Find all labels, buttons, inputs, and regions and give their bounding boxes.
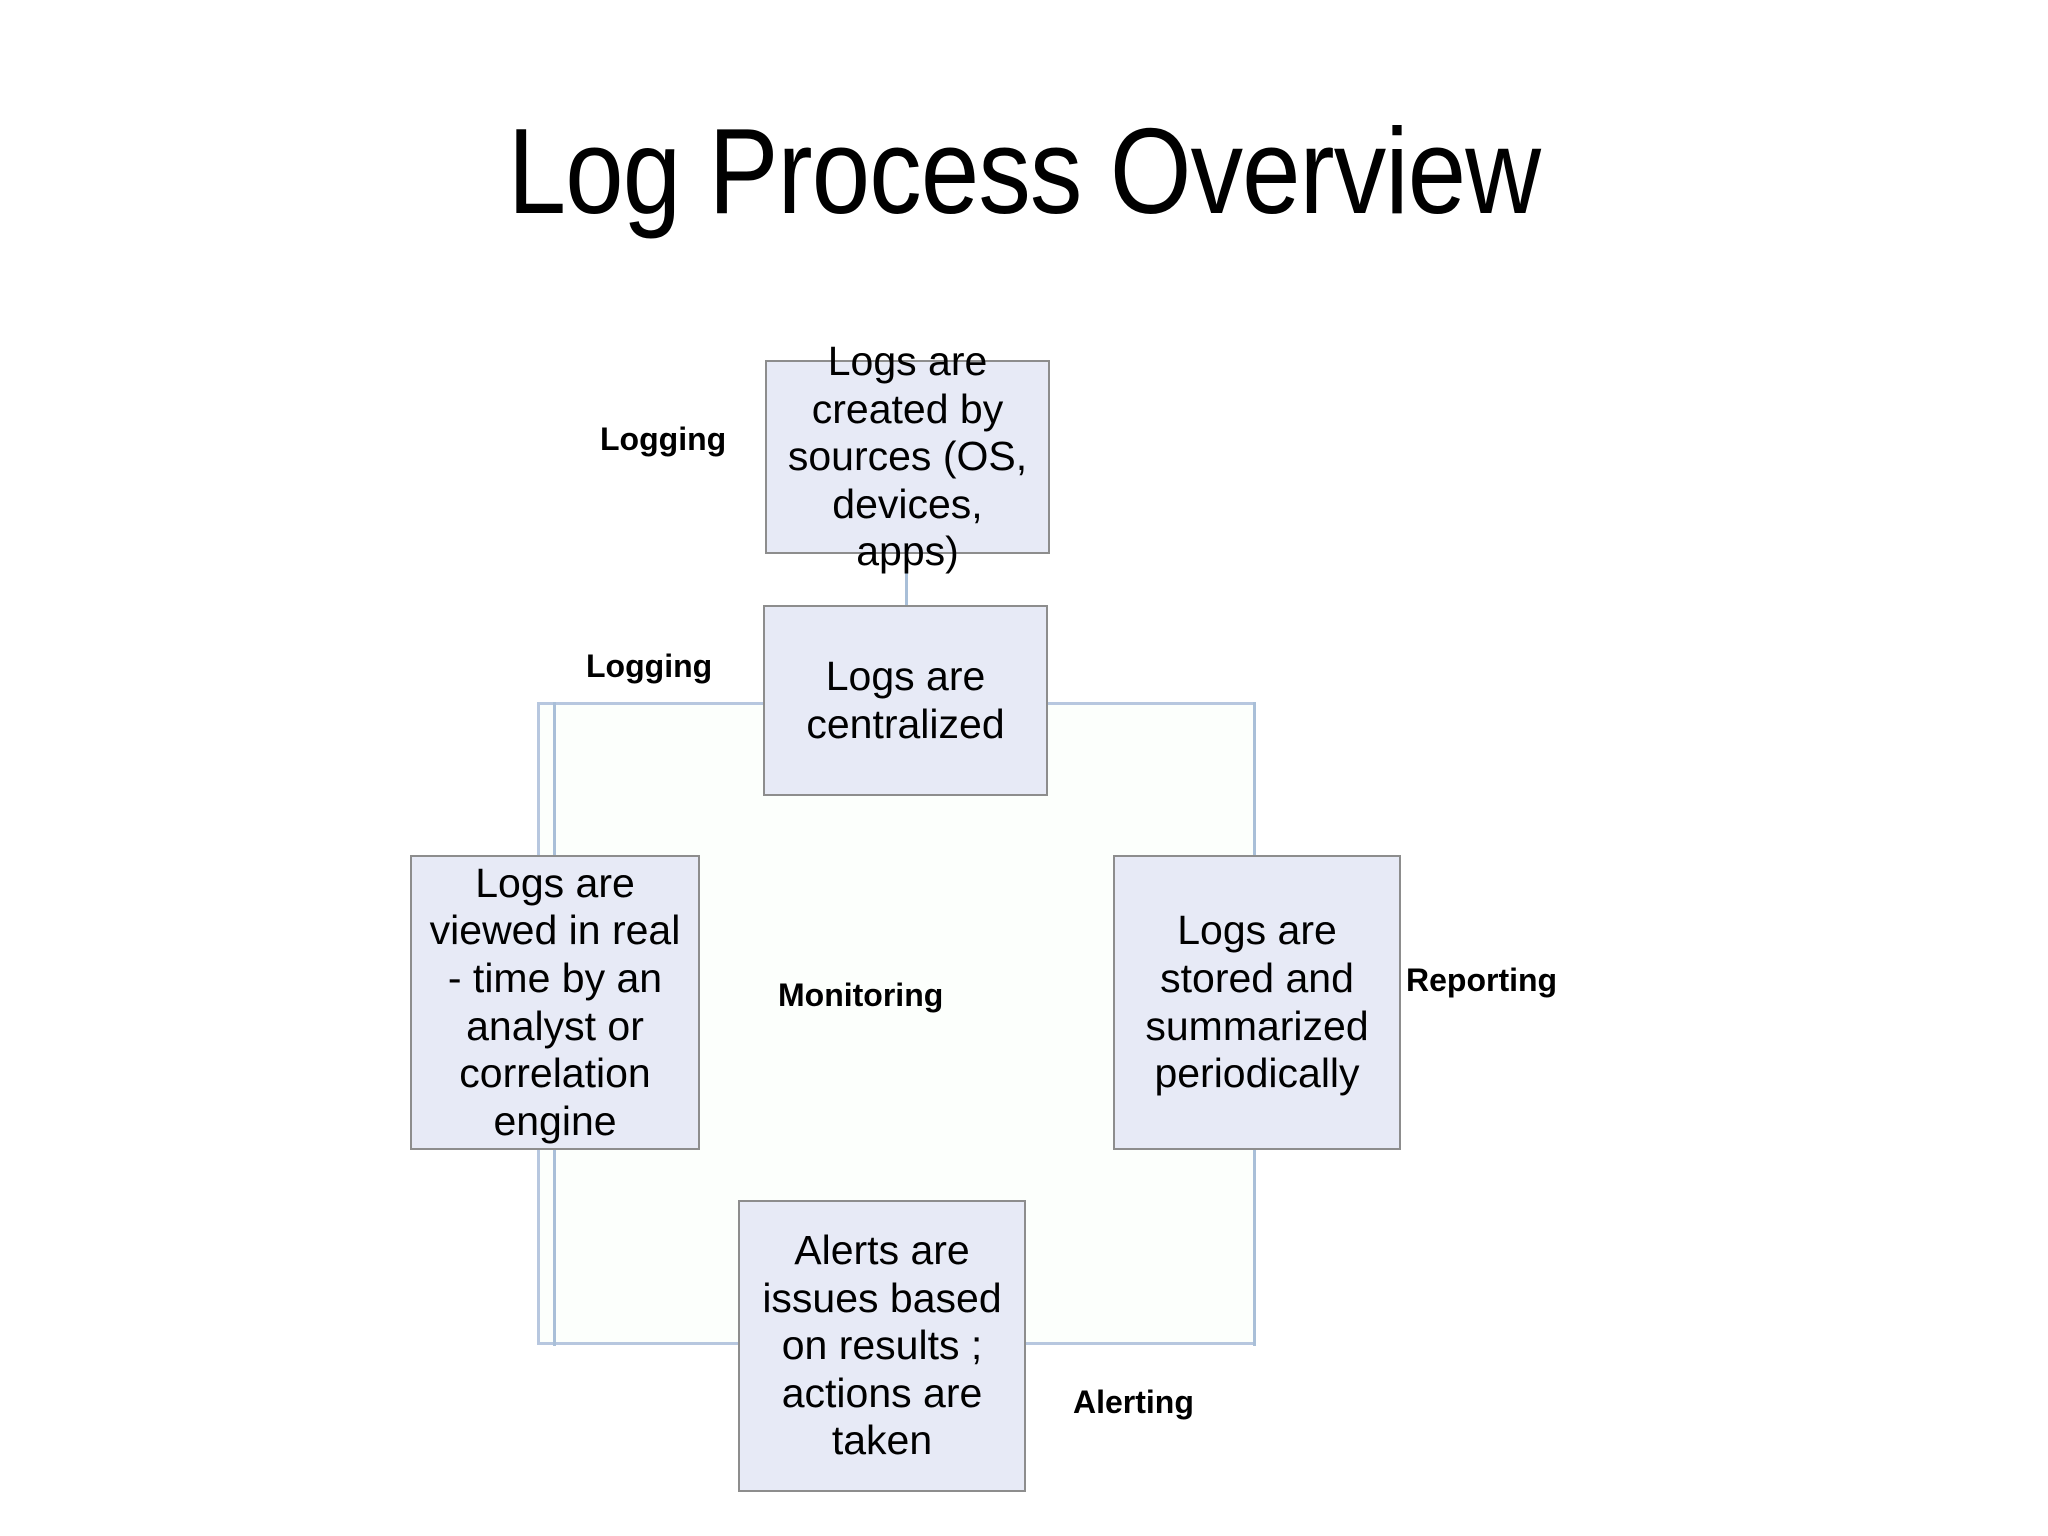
- stage-label-alerting: Alerting: [1073, 1384, 1194, 1420]
- stage-label-logging-top: Logging: [600, 421, 727, 457]
- connector-sources-to-centralized: [905, 554, 908, 606]
- stage-label-monitoring: Monitoring: [778, 977, 944, 1013]
- process-box-alerts-text: Alerts are issues based on results ; act…: [762, 1227, 1002, 1464]
- process-box-stored-text: Logs are stored and summarized periodica…: [1145, 907, 1369, 1097]
- stage-label-reporting: Reporting: [1406, 962, 1558, 998]
- connector-frame-to-viewed: [553, 702, 556, 856]
- process-box-viewed-text: Logs are viewed in real - time by an ana…: [429, 859, 681, 1144]
- process-box-viewed[interactable]: Logs are viewed in real - time by an ana…: [410, 855, 700, 1150]
- process-box-stored[interactable]: Logs are stored and summarized periodica…: [1113, 855, 1401, 1150]
- process-box-sources-text: Logs are created by sources (OS, devices…: [787, 338, 1028, 575]
- connector-frame-to-stored: [1253, 702, 1256, 856]
- process-box-centralized-text: Logs are centralized: [806, 652, 1005, 747]
- connector-stored-to-frame: [1253, 1150, 1256, 1346]
- process-box-alerts[interactable]: Alerts are issues based on results ; act…: [738, 1200, 1026, 1492]
- page-title: Log Process Overview: [507, 103, 1541, 239]
- process-box-centralized[interactable]: Logs are centralized: [763, 605, 1048, 796]
- stage-label-logging-centralized: Logging: [586, 648, 713, 684]
- process-box-sources[interactable]: Logs are created by sources (OS, devices…: [765, 338, 1050, 574]
- connector-viewed-to-frame: [553, 1150, 556, 1346]
